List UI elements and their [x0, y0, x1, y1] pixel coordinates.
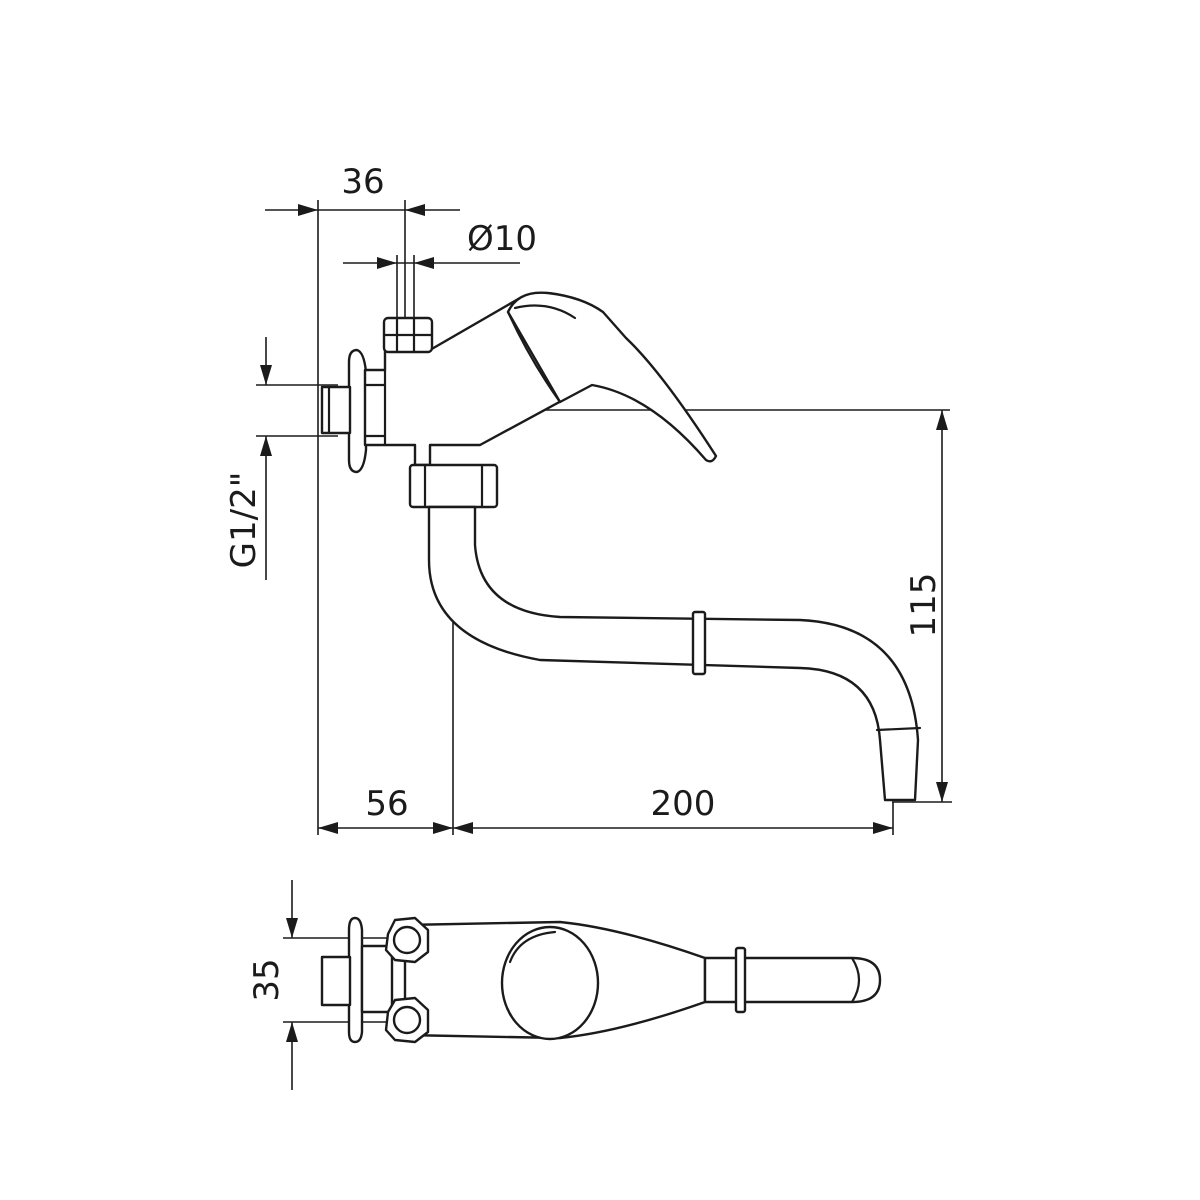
dim-label-36: 36: [341, 162, 384, 202]
dim-label-35: 35: [247, 958, 287, 1001]
dim-label-115: 115: [904, 573, 944, 638]
extension-lines: [256, 200, 952, 835]
plan-body-stub: [360, 944, 394, 1014]
dimension-115: 115: [904, 410, 948, 802]
inlet-stub: [320, 385, 352, 435]
dimension-35: 35: [247, 880, 412, 1090]
wall-flange: [347, 348, 368, 474]
dim-label-56: 56: [365, 784, 408, 824]
dim-label-200: 200: [651, 784, 716, 824]
plan-lever: [500, 925, 600, 1041]
swivel-spout: [427, 505, 920, 802]
dimension-thread: G1/2": [224, 337, 272, 580]
spout-band: [691, 610, 707, 676]
dimension-36: 36: [265, 162, 460, 216]
side-view: 36 Ø10 G1/2" 115 56: [224, 162, 952, 835]
plan-spout: [703, 956, 882, 1004]
lever-handle: [506, 291, 718, 463]
plan-nut-bottom: [384, 996, 430, 1044]
plan-flange: [347, 916, 364, 1044]
dimension-200: 200: [453, 784, 893, 834]
dim-label-diameter: Ø10: [467, 219, 537, 259]
plan-inlet: [320, 955, 352, 1007]
top-nut: [382, 316, 434, 354]
spout-nut: [408, 463, 499, 509]
plan-nut-top: [384, 916, 430, 964]
dim-label-thread: G1/2": [224, 472, 264, 569]
dimension-56: 56: [318, 784, 453, 834]
plan-spout-band: [734, 946, 747, 1014]
dimension-diameter: Ø10: [343, 219, 537, 269]
plan-view: 35: [247, 880, 882, 1090]
